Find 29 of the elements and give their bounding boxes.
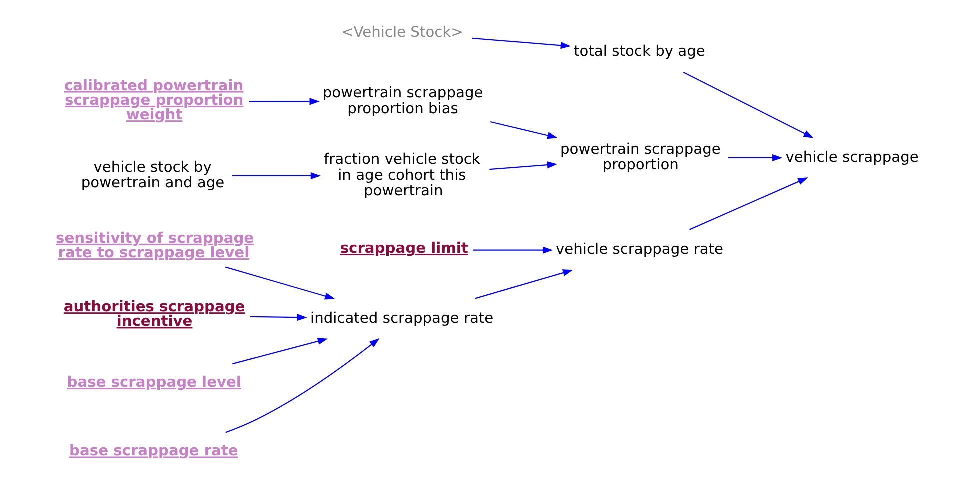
arrow [226, 338, 380, 434]
arrow [683, 72, 814, 138]
node-text: indicated scrappage rate [310, 310, 494, 327]
node-text: <Vehicle Stock> [341, 24, 464, 41]
node-text: vehicle stock by powertrain and age [81, 158, 225, 192]
arrow [490, 162, 558, 170]
node-text: scrappage limit [340, 240, 468, 258]
arrow [690, 178, 808, 230]
arrow [475, 270, 574, 300]
node-text: base scrappage rate [70, 442, 238, 460]
node-text: vehicle scrappage [786, 148, 919, 166]
arrow [249, 98, 320, 106]
node-text: vehicle scrappage rate [556, 241, 724, 258]
node-text: fraction vehicle stock in age cohort this powertrain [324, 151, 480, 200]
arrow [232, 172, 322, 180]
node-text: base scrappage level [67, 374, 242, 392]
arrow [728, 154, 783, 162]
arrow [472, 38, 572, 50]
node-text: sensitivity of scrappage rate to scrappage level [56, 230, 254, 262]
node-text: calibrated powertrain scrappage proportion weight [64, 77, 244, 124]
node-text: total stock by age [574, 42, 706, 60]
arrow [250, 314, 308, 322]
arrow [226, 266, 336, 300]
arrow [490, 121, 558, 140]
node-text: authorities scrappage incentive [64, 298, 246, 330]
node-text: powertrain scrappage proportion bias [322, 84, 484, 118]
arrow [473, 246, 554, 254]
node-text: powertrain scrappage proportion [560, 140, 721, 174]
arrow [232, 338, 328, 365]
